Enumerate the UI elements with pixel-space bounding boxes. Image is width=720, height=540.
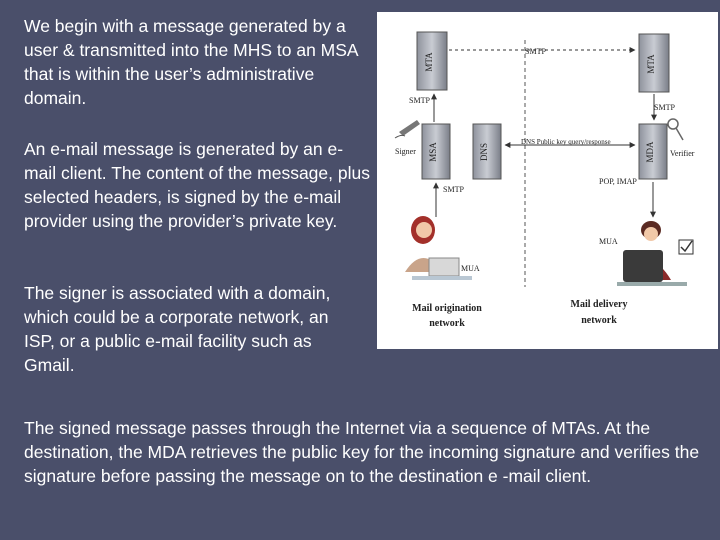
mta-left-server: MTA (416, 31, 448, 91)
label-pop-imap: POP, IMAP (599, 177, 637, 186)
paragraph-delivery: The signed message passes through the In… (24, 418, 700, 486)
label-mua-right: MUA (599, 237, 618, 246)
svg-text:DNS: DNS (479, 143, 489, 161)
label-delivery-2: network (581, 315, 617, 326)
svg-text:MTA: MTA (424, 52, 434, 72)
checkbox-icon (678, 239, 694, 255)
msa-server: MSA (421, 123, 451, 180)
label-origination-2: network (429, 318, 465, 329)
label-smtp-right: SMTP (654, 103, 675, 112)
dkim-flow-diagram: MTA MTA MSA DNS MDA SMTP SMTP SMTP DNS P… (377, 12, 718, 349)
label-verifier: Verifier (670, 149, 695, 158)
svg-text:MSA: MSA (428, 142, 438, 162)
mta-right-server: MTA (638, 33, 670, 93)
svg-text:MDA: MDA (645, 141, 655, 163)
label-origination-1: Mail origination (412, 303, 482, 314)
label-mua-left: MUA (461, 264, 480, 273)
label-smtp-bottom: SMTP (443, 185, 464, 194)
recipient-user-icon (617, 221, 687, 286)
label-smtp-left: SMTP (409, 96, 430, 105)
label-delivery-1: Mail delivery (571, 299, 628, 310)
paragraph-intro: We begin with a message generated by a u… (24, 16, 358, 108)
label-smtp-top: SMTP (525, 47, 546, 56)
dns-server: DNS (472, 123, 502, 180)
key-icon (667, 118, 684, 141)
label-signer: Signer (395, 147, 416, 156)
mda-server: MDA (638, 123, 668, 180)
pen-icon (394, 120, 420, 139)
sender-user-icon (405, 216, 472, 280)
label-dns-query: DNS Public key query/response (521, 138, 611, 146)
svg-text:MTA: MTA (646, 54, 656, 74)
paragraph-signer-domain: The signer is associated with a domain, … (24, 283, 331, 375)
paragraph-signing: An e-mail message is generated by an e-m… (24, 139, 370, 231)
